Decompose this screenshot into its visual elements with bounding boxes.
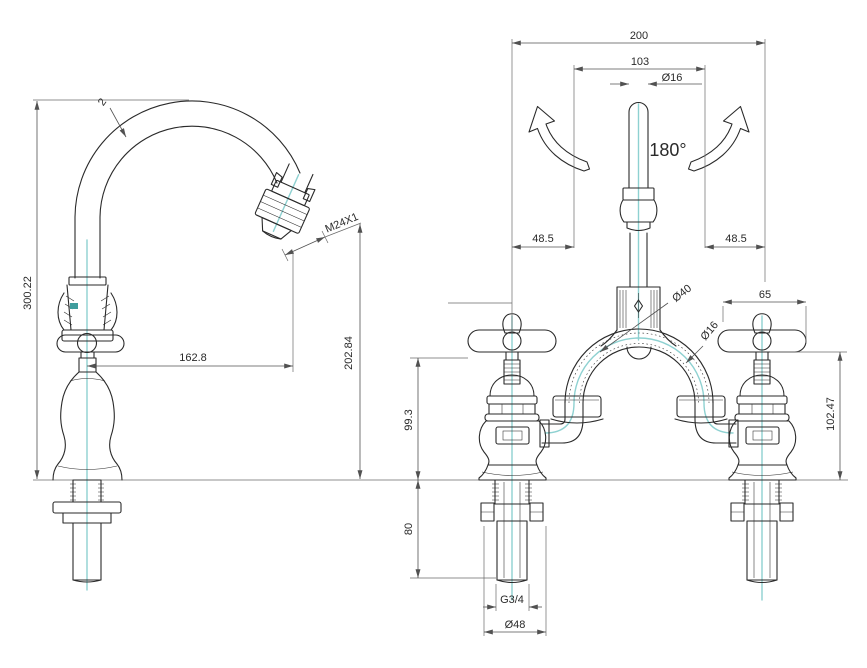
centerlines bbox=[86, 103, 763, 601]
dim-inner-span: 103 bbox=[573, 56, 706, 248]
dim-overall-height-label: 300.22 bbox=[22, 276, 34, 310]
side-spout bbox=[74, 100, 301, 279]
dim-height-right: 102.47 bbox=[770, 351, 847, 480]
side-aerator bbox=[254, 163, 316, 240]
dim-spout-diameter: Ø16 bbox=[610, 72, 702, 87]
dim-overall-height: 300.22 bbox=[22, 99, 189, 479]
side-cross-handle bbox=[56, 334, 125, 353]
dim-handle-width: 65 bbox=[722, 289, 807, 343]
dim-flange-diameter: Ø48 bbox=[483, 526, 547, 636]
swivel-arrow-right bbox=[687, 105, 750, 172]
dim-handle-width-label: 65 bbox=[759, 289, 771, 301]
dim-right-offset-label: 48.5 bbox=[725, 233, 746, 245]
dim-height-right-label: 102.47 bbox=[825, 397, 837, 431]
dim-outlet-height-label: 202.84 bbox=[343, 336, 355, 370]
dim-inlet-thread-label: G3/4 bbox=[500, 594, 524, 606]
swivel-arrow-left bbox=[528, 105, 591, 172]
dim-left-offset-label: 48.5 bbox=[532, 233, 553, 245]
dim-left-offset: 48.5 bbox=[511, 233, 574, 250]
dim-shank-length: 80 bbox=[403, 480, 496, 579]
seal-detail bbox=[70, 303, 78, 309]
swivel-angle-label: 180° bbox=[649, 140, 686, 160]
side-body bbox=[52, 276, 125, 481]
dim-inlet-thread: G3/4 bbox=[483, 584, 542, 611]
side-shank bbox=[52, 479, 122, 583]
dim-aerator-thread: M24X1 bbox=[281, 211, 362, 262]
front-bridge bbox=[539, 286, 739, 448]
dim-shank-length-label: 80 bbox=[403, 523, 415, 535]
dim-overall-width-label: 200 bbox=[630, 30, 648, 42]
dim-aerator-thread-label: M24X1 bbox=[323, 211, 360, 236]
front-view: 200 103 Ø16 180° 48.5 48.5 65 bbox=[403, 30, 847, 636]
dim-outlet-height: 202.84 bbox=[343, 224, 363, 479]
dim-spout-diameter-label: Ø16 bbox=[662, 72, 683, 84]
dim-spout-reach-label: 162.8 bbox=[179, 352, 207, 364]
dim-body-diameter-label: Ø40 bbox=[670, 283, 694, 305]
dim-overall-width: 200 bbox=[511, 30, 766, 333]
dim-height-left: 99.3 bbox=[403, 357, 468, 480]
dim-inner-span-label: 103 bbox=[631, 56, 649, 68]
dim-right-offset: 48.5 bbox=[705, 233, 765, 250]
front-spout-riser bbox=[619, 101, 658, 288]
dim-wall-thickness-label: 2 bbox=[96, 96, 109, 108]
dim-height-left-label: 99.3 bbox=[403, 409, 415, 430]
dim-spout-reach: 162.8 bbox=[87, 252, 294, 372]
dim-wall-thickness: 2 bbox=[96, 96, 127, 138]
side-view: 300.22 2 162.8 M24X1 202.84 bbox=[22, 96, 363, 583]
dim-flange-diameter-label: Ø48 bbox=[505, 619, 526, 631]
